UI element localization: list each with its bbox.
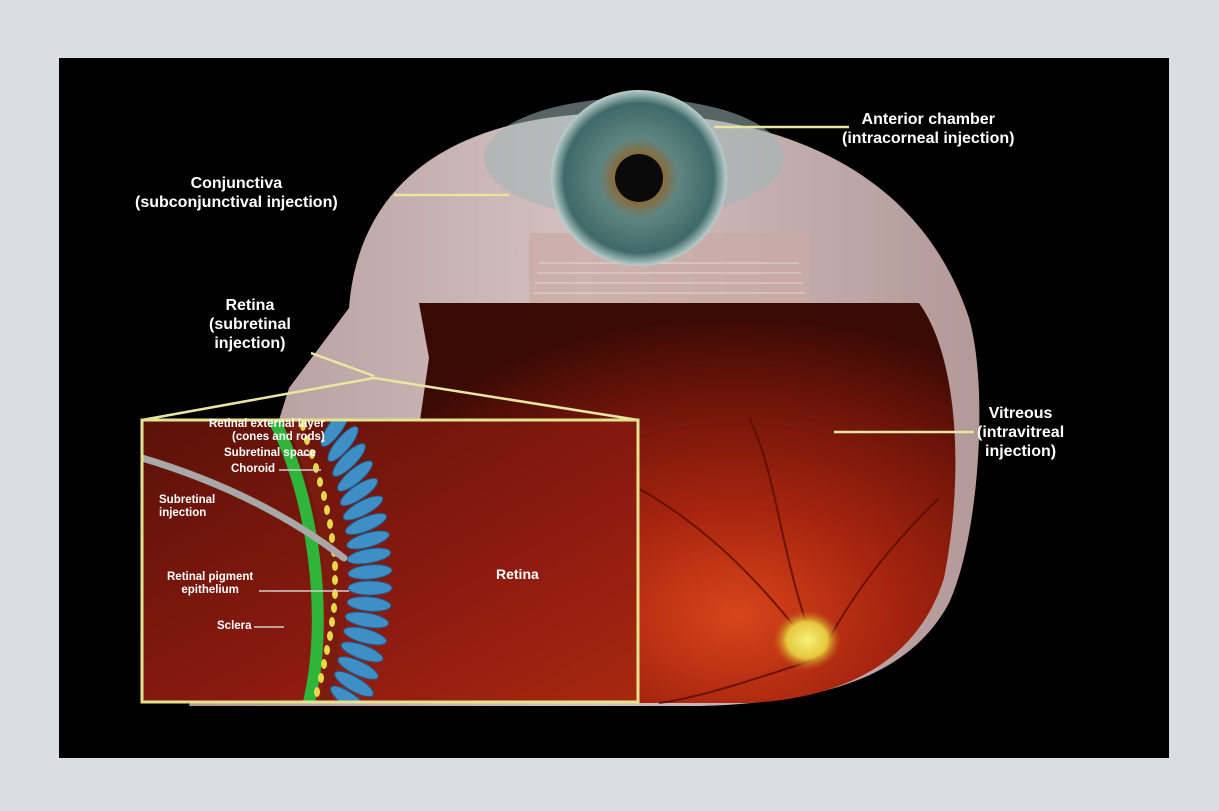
label-anterior-chamber-line1: Anterior chamber (842, 110, 1014, 129)
label-vitreous-line1: Vitreous (977, 404, 1064, 423)
label-rpe-line2: epithelium (167, 584, 253, 597)
label-retina-line3: injection) (209, 334, 291, 353)
label-rpe-line1: Retinal pigment (167, 571, 253, 584)
label-retina-line1: Retina (209, 296, 291, 315)
label-conjunctiva: Conjunctiva (subconjunctival injection) (135, 174, 338, 212)
label-retina-subretinal: Retina (subretinal injection) (209, 296, 291, 354)
optic-disc (773, 610, 841, 670)
label-vitreous-line2: (intravitreal (977, 423, 1064, 442)
label-anterior-chamber-line2: (intracorneal injection) (842, 129, 1014, 148)
label-choroid: Choroid (231, 463, 275, 476)
label-inset-retina: Retina (496, 566, 539, 583)
label-vitreous: Vitreous (intravitreal injection) (977, 404, 1064, 462)
pupil (615, 154, 663, 202)
label-retinal-external-layer-line1: Retinal external layer (209, 418, 325, 431)
label-retinal-external-layer: Retinal external layer (cones and rods) (209, 418, 325, 444)
eye-diagram: Anterior chamber (intracorneal injection… (59, 58, 1169, 758)
retina-inset (142, 406, 638, 718)
label-anterior-chamber: Anterior chamber (intracorneal injection… (842, 110, 1014, 148)
label-retina-line2: (subretinal (209, 315, 291, 334)
label-sclera: Sclera (217, 620, 252, 633)
label-conjunctiva-line1: Conjunctiva (135, 174, 338, 193)
label-subretinal-injection-line1: Subretinal (159, 494, 215, 507)
label-vitreous-line3: injection) (977, 442, 1064, 461)
label-conjunctiva-line2: (subconjunctival injection) (135, 193, 338, 212)
label-subretinal-injection: Subretinal injection (159, 494, 215, 520)
label-retinal-pigment-epithelium: Retinal pigment epithelium (167, 571, 253, 597)
label-subretinal-space: Subretinal space (224, 447, 316, 460)
label-subretinal-injection-line2: injection (159, 507, 215, 520)
label-retinal-external-layer-line2: (cones and rods) (209, 431, 325, 444)
